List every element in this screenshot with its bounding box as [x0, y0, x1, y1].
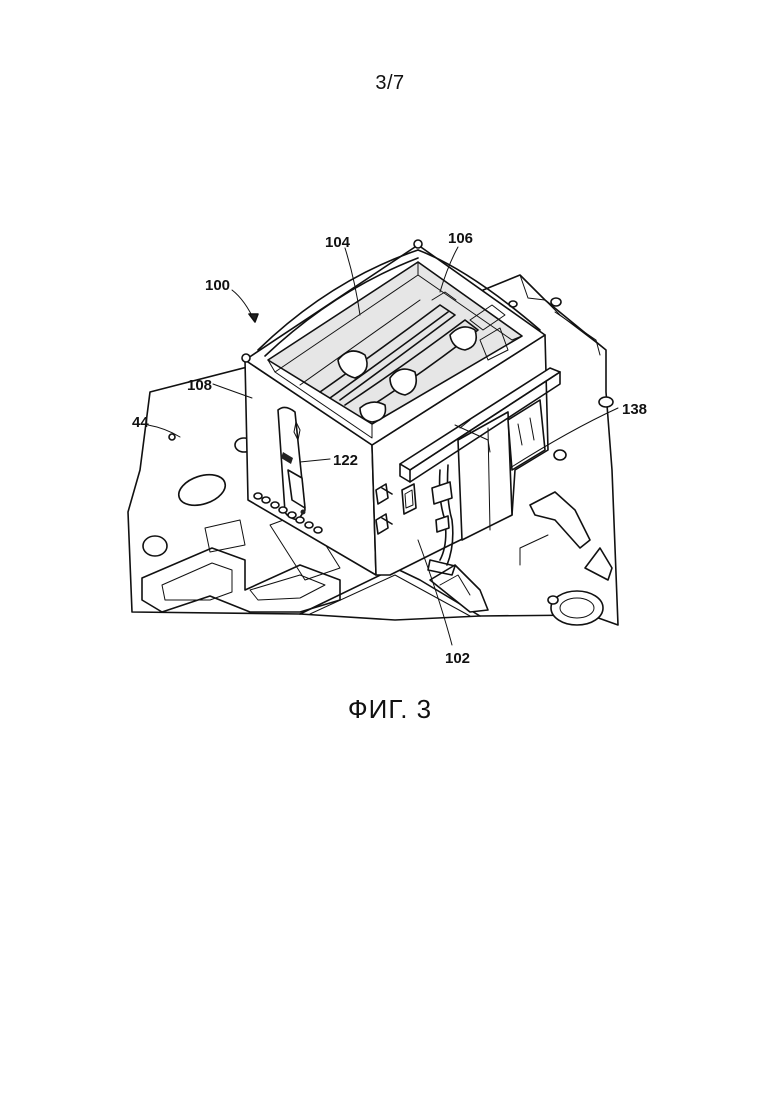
- ref-label-104: 104: [325, 234, 351, 251]
- ref-label-138: 138: [622, 401, 647, 418]
- ref-label-106: 106: [448, 230, 473, 247]
- ref-label-122: 122: [333, 452, 358, 469]
- figure-caption: ФИГ. 3: [0, 694, 780, 725]
- ref-label-44: 44: [132, 414, 149, 431]
- ref-label-102: 102: [445, 650, 470, 667]
- ref-label-100: 100: [205, 277, 230, 294]
- ref-label-108: 108: [187, 377, 212, 394]
